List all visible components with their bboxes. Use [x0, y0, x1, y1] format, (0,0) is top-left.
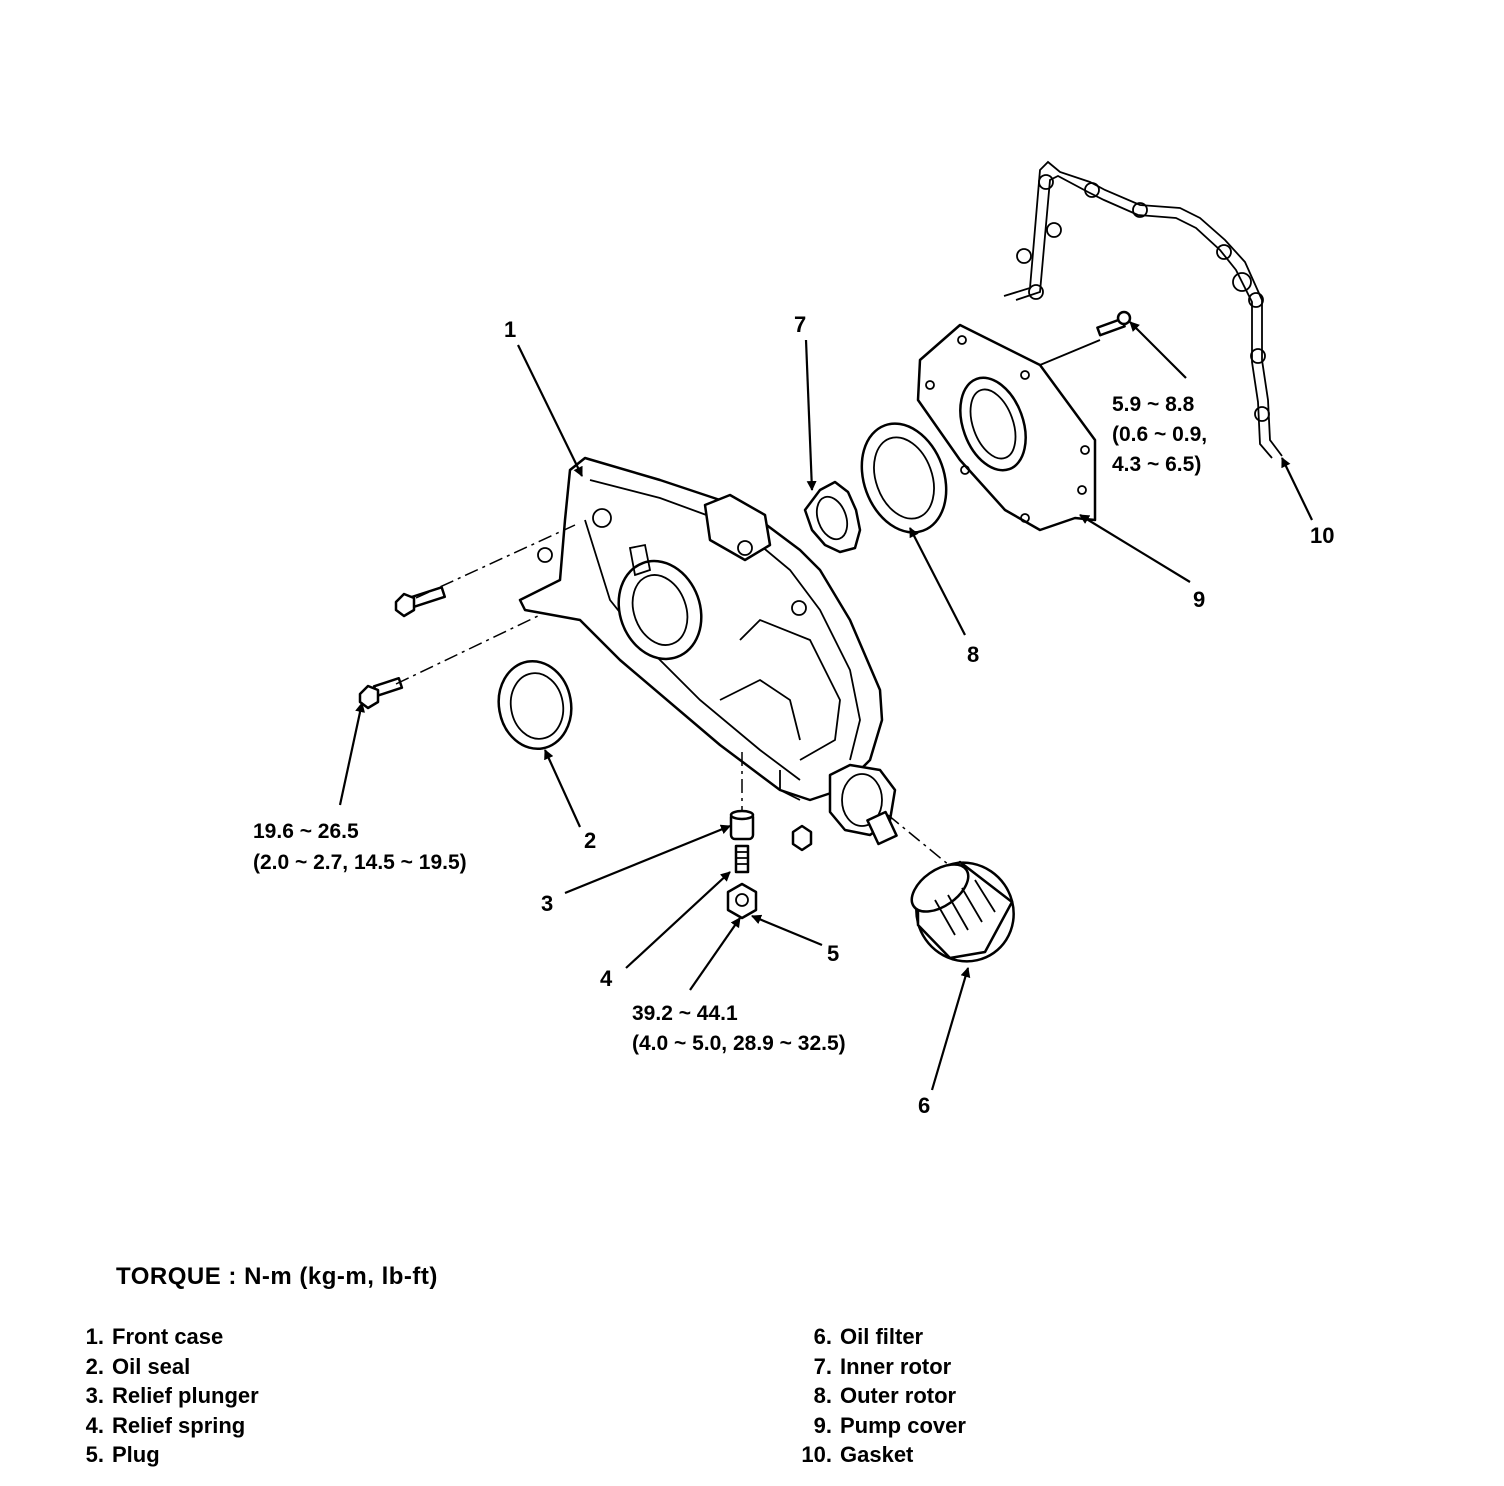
small-nut — [791, 824, 813, 852]
relief-plunger — [729, 809, 755, 841]
legend-item: 10.Gasket — [801, 1442, 914, 1467]
oil-filter — [910, 860, 1015, 963]
inner-rotor — [803, 480, 862, 554]
torque-units-title: TORQUE : N-m (kg-m, lb-ft) — [116, 1263, 438, 1290]
svg-text:4.3 ~ 6.5): 4.3 ~ 6.5) — [1112, 453, 1201, 476]
outer-rotor — [860, 422, 948, 534]
torque-spec-cover-screw: 5.9 ~ 8.8 (0.6 ~ 0.9, 4.3 ~ 6.5) — [1112, 393, 1207, 476]
callout-8: 8 — [967, 642, 979, 667]
callout-1: 1 — [504, 317, 516, 342]
legend-item: 2.Oil seal — [85, 1353, 191, 1379]
callout-9: 9 — [1193, 587, 1205, 612]
callout-3: 3 — [541, 891, 553, 916]
front-case-bolt-upper — [394, 586, 447, 618]
callout-6: 6 — [918, 1093, 930, 1118]
legend-item: 5.Plug — [85, 1442, 160, 1467]
callout-4: 4 — [600, 966, 613, 991]
front-case — [518, 456, 898, 846]
callout-5: 5 — [827, 941, 839, 966]
gasket — [1003, 160, 1283, 459]
legend-left: 1.Front case 2.Oil seal 3.Relief plunger… — [76, 1324, 259, 1472]
pump-cover — [916, 323, 1101, 532]
callout-7: 7 — [794, 312, 806, 337]
legend-item: 4.Relief spring — [85, 1412, 246, 1438]
legend-item: 1.Front case — [85, 1324, 224, 1349]
oil-seal — [497, 659, 573, 751]
svg-text:39.2 ~ 44.1: 39.2 ~ 44.1 — [632, 1002, 738, 1025]
svg-text:(2.0 ~ 2.7, 14.5 ~ 19.5): (2.0 ~ 2.7, 14.5 ~ 19.5) — [253, 851, 467, 874]
cover-screw — [1096, 310, 1132, 337]
front-case-bolt-lower — [358, 676, 404, 710]
legend-item: 9.Pump cover — [813, 1412, 966, 1438]
torque-spec-front-bolts: 19.6 ~ 26.5 (2.0 ~ 2.7, 14.5 ~ 19.5) — [253, 820, 467, 874]
callout-10: 10 — [1310, 523, 1334, 548]
legend-item: 8.Outer rotor — [813, 1383, 957, 1408]
torque-spec-plug: 39.2 ~ 44.1 (4.0 ~ 5.0, 28.9 ~ 32.5) — [632, 1002, 846, 1055]
legend-item: 3.Relief plunger — [85, 1383, 259, 1408]
svg-text:(0.6 ~ 0.9,: (0.6 ~ 0.9, — [1112, 423, 1207, 446]
legend-item: 7.Inner rotor — [813, 1353, 952, 1379]
svg-text:19.6 ~ 26.5: 19.6 ~ 26.5 — [253, 820, 359, 843]
callout-2: 2 — [584, 828, 596, 853]
legend-item: 6.Oil filter — [813, 1324, 924, 1349]
svg-text:(4.0 ~ 5.0, 28.9 ~ 32.5): (4.0 ~ 5.0, 28.9 ~ 32.5) — [632, 1032, 846, 1055]
plug — [726, 882, 758, 920]
legend-right: 6.Oil filter 7.Inner rotor 8.Outer rotor… — [790, 1324, 966, 1472]
svg-text:5.9 ~ 8.8: 5.9 ~ 8.8 — [1112, 393, 1195, 416]
relief-spring — [734, 844, 750, 874]
